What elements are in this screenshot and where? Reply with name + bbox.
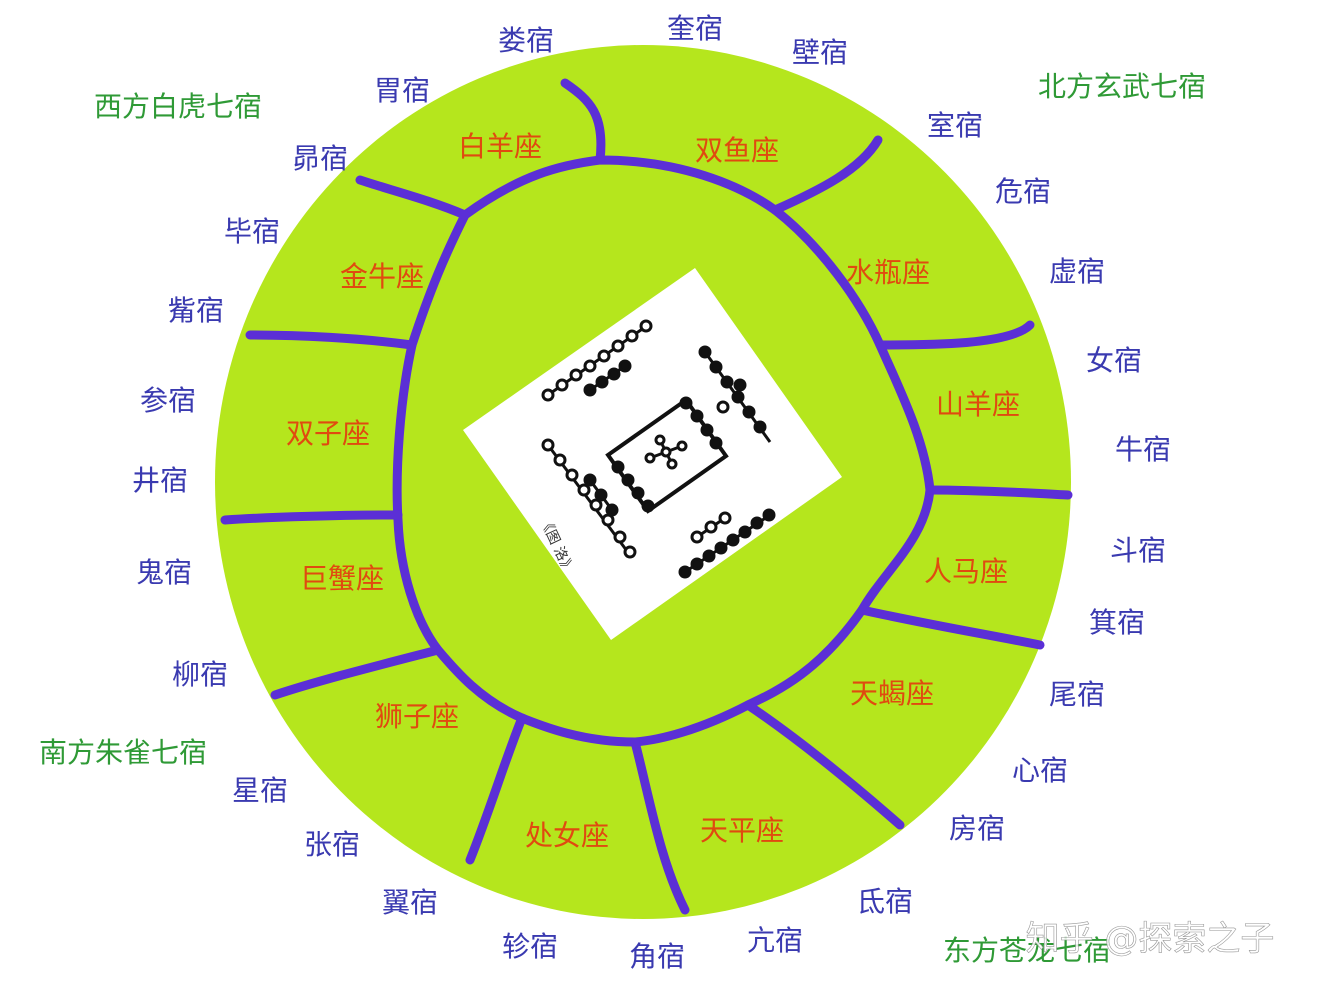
zodiac-labels: 白羊座 双鱼座 水瓶座 山羊座 人马座 天蝎座 天平座 处女座 狮子座 巨蟹座 …: [286, 130, 1020, 852]
boundary-libra-virgo: [630, 737, 690, 915]
mansion-dou: 斗宿: [1110, 534, 1166, 567]
mansion-kang: 亢宿: [747, 924, 803, 957]
boundary-aquarius-capricorn: [875, 320, 1035, 350]
boundary-cancer-gemini: [220, 510, 403, 525]
mansion-shen: 参宿: [140, 384, 196, 417]
luoshu-dots-left-hollow: [541, 438, 637, 559]
mansion-kui: 奎宿: [667, 12, 723, 45]
mansion-bi-wall: 壁宿: [792, 36, 848, 69]
mansion-jiao: 角宿: [629, 940, 685, 973]
watermark: 知乎 @探索之子: [1026, 919, 1275, 959]
mansion-wei-danger: 危宿: [995, 175, 1051, 208]
zodiac-aries: 白羊座: [458, 130, 542, 163]
mansion-lou: 娄宿: [498, 24, 554, 57]
boundary-scorpio-libra: [743, 700, 905, 830]
luoshu-dots-right-filled: [698, 345, 772, 443]
zodiac-gemini: 双子座: [286, 417, 370, 450]
mansion-xin: 心宿: [1012, 754, 1068, 787]
mansion-liu: 柳宿: [172, 658, 228, 691]
zodiac-scorpio: 天蝎座: [850, 677, 934, 710]
luoshu-center-cross: [644, 434, 688, 470]
boundary-sagittarius-scorpio: [857, 605, 1045, 650]
mansion-zhen: 轸宿: [502, 930, 558, 963]
zodiac-cancer: 巨蟹座: [300, 562, 384, 595]
mansion-gui: 鬼宿: [136, 556, 192, 589]
boundary-virgo-leo: [465, 713, 527, 865]
mansion-xu: 虚宿: [1049, 255, 1105, 288]
zodiac-pisces: 双鱼座: [695, 134, 779, 167]
zodiac-sagittarius: 人马座: [924, 555, 1008, 588]
mansion-bi-net: 毕宿: [224, 215, 280, 248]
zodiac-libra: 天平座: [700, 814, 784, 847]
radial-boundaries: [220, 78, 1073, 915]
mansion-mao: 昴宿: [292, 142, 348, 175]
direction-labels: 西方白虎七宿 北方玄武七宿 南方朱雀七宿 东方苍龙七宿: [39, 70, 1206, 967]
mansion-nv: 女宿: [1086, 344, 1142, 377]
mansion-zhang: 张宿: [304, 828, 360, 861]
mansion-niu: 牛宿: [1115, 433, 1171, 466]
mansion-xing: 星宿: [232, 774, 288, 807]
luoshu-panel: 《图 洛》: [463, 268, 842, 640]
direction-north: 北方玄武七宿: [1038, 70, 1206, 103]
mansion-yi: 翼宿: [382, 886, 438, 919]
mansion-shi: 室宿: [927, 109, 983, 142]
zodiac-aquarius: 水瓶座: [846, 256, 930, 289]
boundary-capricorn-sagittarius: [925, 485, 1073, 500]
boundary-taurus-aries: [355, 175, 470, 220]
mansion-fang: 房宿: [949, 812, 1005, 845]
zodiac-virgo: 处女座: [525, 819, 609, 852]
luoshu-dots-left-filled: [583, 473, 619, 517]
mansion-wei-stomach: 胃宿: [374, 74, 430, 107]
luoshu-dots-bottom: [678, 508, 776, 579]
boundary-leo-cancer: [270, 645, 443, 700]
boundary-pisces-aquarius: [770, 135, 883, 215]
mansion-labels: 娄宿 奎宿 壁宿 胃宿 昴宿 毕宿 觜宿 参宿 井宿 鬼宿 柳宿 星宿 张宿 翼…: [132, 12, 1171, 973]
boundary-aries-pisces: [560, 78, 606, 165]
zodiac-taurus: 金牛座: [340, 260, 424, 293]
luoshu-box-dots: [611, 396, 723, 513]
mansion-wei-tail: 尾宿: [1049, 678, 1105, 711]
mansion-di: 氐宿: [857, 885, 913, 918]
luoshu-dots-top-filled: [583, 359, 632, 397]
mansion-ji: 箕宿: [1089, 606, 1145, 639]
direction-west: 西方白虎七宿: [94, 90, 262, 123]
zodiac-leo: 狮子座: [375, 700, 459, 733]
boundary-gemini-taurus: [245, 330, 417, 350]
direction-south: 南方朱雀七宿: [39, 736, 207, 769]
zodiac-capricorn: 山羊座: [936, 388, 1020, 421]
mansion-zi: 觜宿: [168, 294, 224, 327]
mansion-jing: 井宿: [132, 464, 188, 497]
luoshu-dots-top-hollow: [541, 319, 653, 402]
luoshu-figure: [541, 319, 776, 579]
direction-east: 东方苍龙七宿: [943, 934, 1111, 967]
